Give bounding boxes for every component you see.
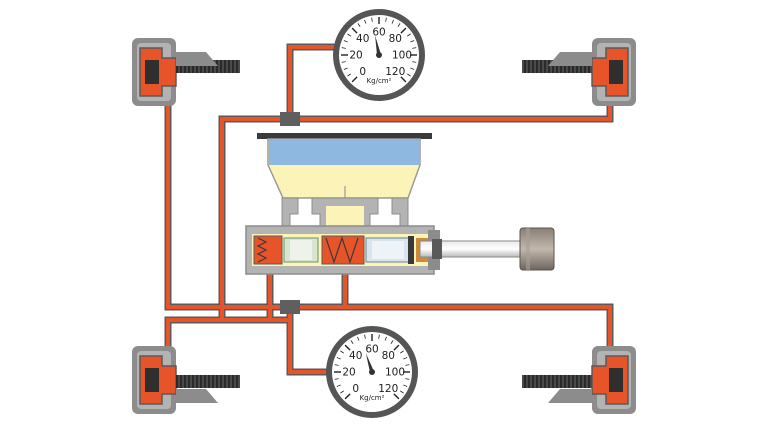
wheel-cylinder-top-left — [132, 38, 240, 106]
gauge-tick-label: 60 — [365, 344, 378, 356]
gauge-tick-label: 20 — [342, 367, 355, 379]
gauge-minor-tick — [405, 364, 410, 366]
gauge-minor-tick — [391, 19, 394, 24]
gauge-needle — [375, 35, 381, 56]
gauge-tick-label: 100 — [392, 50, 412, 62]
gauge-unit-label: Kg/cm² — [360, 394, 385, 402]
gauge-unit-label: Kg/cm² — [367, 77, 392, 85]
gauge-minor-tick — [334, 364, 339, 366]
gauge-major-tick — [400, 76, 407, 83]
gauge-minor-tick — [390, 340, 394, 344]
gauge-minor-tick — [400, 390, 404, 394]
gauge-minor-tick — [343, 40, 348, 43]
master-cylinder — [245, 225, 440, 275]
gauge-minor-tick — [341, 61, 346, 63]
gauge-tick-label: 40 — [356, 33, 369, 45]
gauge-minor-tick — [410, 67, 415, 70]
wheel-cylinder-bottom-left — [132, 346, 240, 414]
gauge-hub — [376, 52, 382, 58]
gauge-minor-tick — [357, 336, 360, 341]
gauge-minor-tick — [385, 17, 387, 22]
fluid-level-top — [269, 140, 419, 165]
gauge-tick-label: 20 — [349, 50, 362, 62]
gauge-tick-label: 80 — [389, 33, 402, 45]
gauge-minor-tick — [334, 378, 339, 380]
gauge-minor-tick — [336, 357, 341, 360]
gauge-minor-tick — [347, 73, 351, 77]
gauge-minor-tick — [341, 47, 346, 49]
gauge-minor-tick — [405, 378, 410, 380]
gauge-major-tick — [400, 27, 407, 34]
gauge-minor-tick — [412, 47, 417, 49]
gauge-minor-tick — [371, 17, 373, 22]
tee-fitting-bottom — [280, 300, 300, 314]
gauge-minor-tick — [403, 384, 408, 387]
gauge-minor-tick — [403, 357, 408, 360]
wheel-cylinder-bottom-right — [522, 346, 636, 414]
gauge-major-tick — [351, 27, 358, 34]
gauge-minor-tick — [407, 33, 411, 37]
gauge-minor-tick — [407, 73, 411, 77]
gauge-minor-tick — [384, 336, 387, 341]
gauge-tick-label: 120 — [385, 66, 405, 78]
gauge-minor-tick — [336, 384, 341, 387]
gauge-major-tick — [393, 393, 400, 400]
gauge-minor-tick — [364, 334, 366, 339]
gauge-tick-label: 0 — [359, 66, 366, 78]
gauge-major-tick — [393, 344, 400, 351]
gauge-minor-tick — [378, 334, 380, 339]
gauge-minor-tick — [397, 23, 401, 27]
tee-fitting-top — [280, 112, 300, 126]
gauge-tick-label: 120 — [378, 383, 398, 395]
gauge-major-tick — [344, 393, 351, 400]
reservoir-cap — [257, 133, 432, 139]
gauge-major-tick — [344, 344, 351, 351]
gauge-minor-tick — [347, 33, 351, 37]
gauge-minor-tick — [364, 19, 367, 24]
gauge-minor-tick — [412, 61, 417, 63]
gauge-minor-tick — [343, 67, 348, 70]
gauge-tick-label: 100 — [385, 367, 405, 379]
gauge-tick-label: 60 — [372, 27, 385, 39]
push-rod — [419, 239, 525, 259]
gauge-minor-tick — [410, 40, 415, 43]
fluid-reservoir — [257, 133, 432, 227]
gauge-tick-label: 0 — [352, 383, 359, 395]
gauge-minor-tick — [350, 340, 354, 344]
gauge-tick-label: 40 — [349, 350, 362, 362]
gauge-hub — [369, 369, 375, 375]
gauge-minor-tick — [340, 390, 344, 394]
gauge-minor-tick — [340, 350, 344, 354]
brake-pedal-knob — [519, 227, 555, 271]
gauge-minor-tick — [400, 350, 404, 354]
gauge-tick-label: 80 — [382, 350, 395, 362]
gauge-needle — [365, 352, 374, 373]
wheel-cylinder-top-right — [522, 38, 636, 106]
gauge-minor-tick — [357, 23, 361, 27]
gauge-major-tick — [351, 76, 358, 83]
